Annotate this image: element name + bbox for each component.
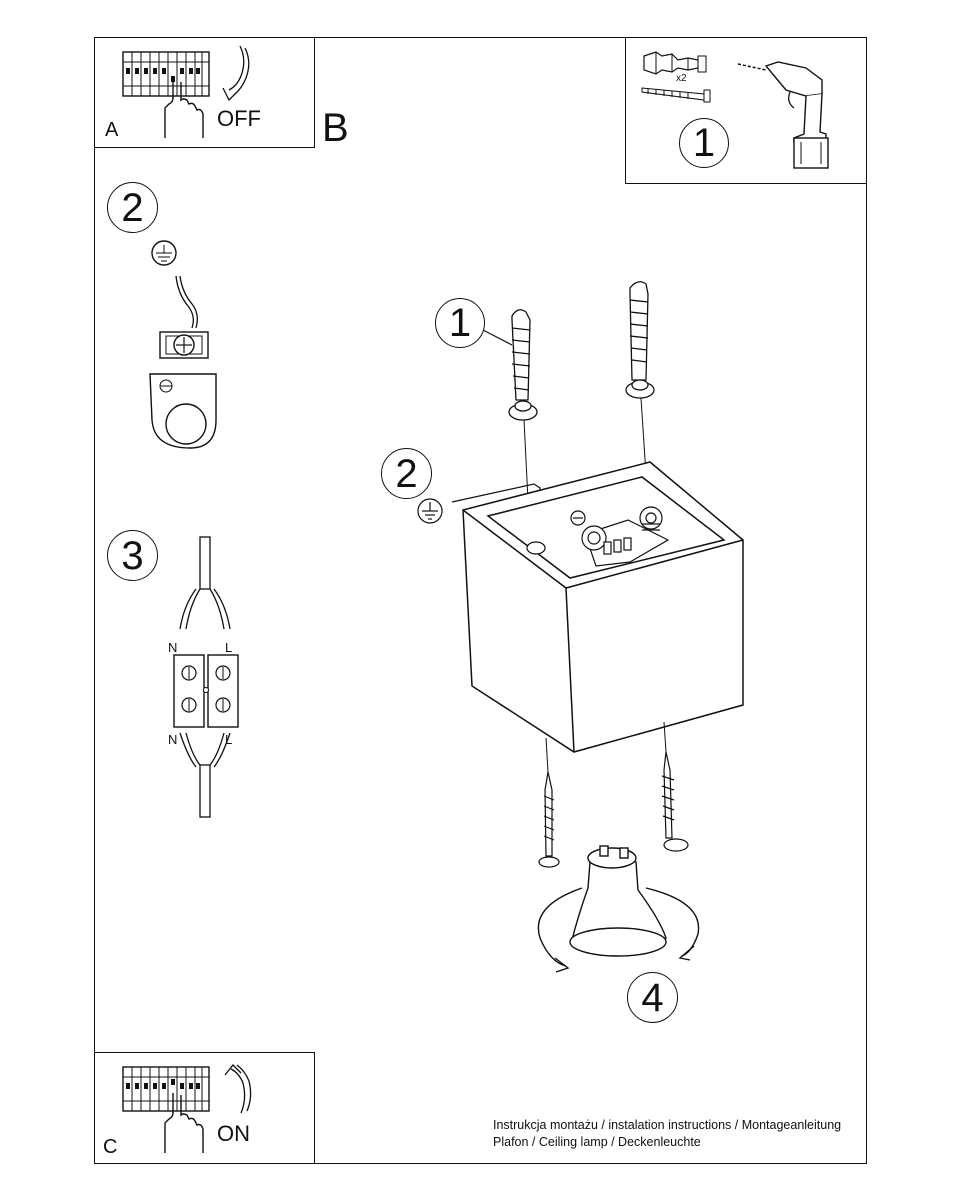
step-3-badge: 3 [107, 530, 158, 581]
instruction-frame [94, 37, 867, 1164]
tools-panel: x2 1 [625, 37, 867, 184]
label-l-bottom: L [225, 732, 233, 747]
step-4-badge: 4 [627, 972, 678, 1023]
step-number: 1 [448, 301, 472, 345]
step-number: 3 [121, 533, 144, 578]
panel-b-letter: B [322, 106, 349, 150]
gu10-bulb [569, 845, 667, 957]
mounting-screw-right [661, 751, 689, 852]
twist-arrow-left [537, 887, 583, 967]
quantity-multiplier: x2 [676, 73, 687, 84]
label-n-top: N [168, 640, 178, 655]
drill-icon [737, 61, 829, 169]
step-number: 1 [692, 121, 716, 165]
step-2-badge: 2 [107, 182, 158, 233]
wall-plug-left [508, 309, 538, 421]
step-number: 2 [121, 185, 144, 230]
label-n-bottom: N [168, 732, 178, 747]
breaker-panel-icon [122, 45, 250, 138]
step-2-main-badge: 2 [381, 448, 432, 499]
step-number: 4 [641, 975, 664, 1020]
switch-state-label: ON [217, 1121, 250, 1146]
panel-c-switch-on: C ON [94, 1052, 315, 1164]
panel-letter: A [105, 119, 119, 141]
ground-terminal-detail [149, 240, 217, 449]
wall-plug-icon [641, 51, 711, 103]
footer-subtitle: Plafon / Ceiling lamp / Deckenleuchte [493, 1135, 701, 1149]
switch-state-label: OFF [217, 106, 261, 131]
instruction-footer: Instrukcja montażu / instalation instruc… [493, 1117, 841, 1151]
panel-letter: C [103, 1136, 118, 1158]
step-1-main-badge: 1 [435, 298, 485, 348]
mounting-screw-left [538, 771, 560, 868]
inner-terminal-assembly [526, 506, 670, 567]
breaker-panel-icon [122, 1064, 252, 1153]
footer-title: Instrukcja montażu / instalation instruc… [493, 1118, 842, 1132]
terminal-block-detail [173, 536, 239, 818]
step-1-badge: 1 [679, 118, 729, 168]
wall-plug-right [625, 281, 655, 399]
ground-symbol [417, 498, 443, 524]
lamp-housing-box [462, 461, 744, 753]
step-number: 2 [395, 451, 418, 496]
panel-a-switch-off: A OFF [94, 37, 315, 148]
label-l-top: L [225, 640, 233, 655]
